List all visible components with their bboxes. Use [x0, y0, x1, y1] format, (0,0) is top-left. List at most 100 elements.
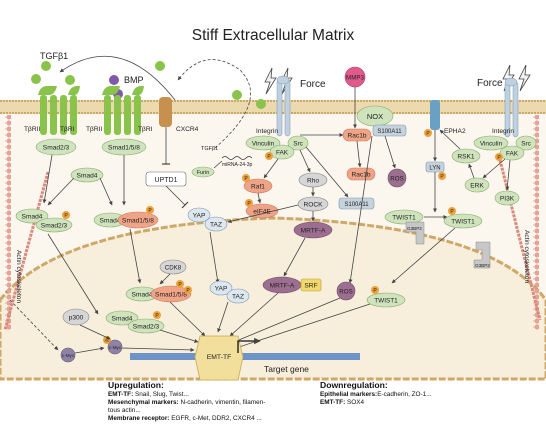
rac1b-top-label: Rac1b — [347, 133, 366, 140]
uptd1-inhibits-yap-bar — [181, 201, 189, 209]
phospho-site-label: P — [373, 288, 377, 294]
cdk8-arrow — [159, 273, 171, 285]
actin-cytoskeleton-left — [3, 115, 50, 331]
plasma-membrane — [0, 100, 546, 114]
fak-left-label: FAK — [276, 150, 289, 157]
emt-tf-label: EMT-TF — [207, 354, 232, 361]
srf-label: SRF — [304, 283, 317, 290]
furin-label: Furin — [197, 170, 210, 176]
receptor-label-tbrii: TβRII — [86, 126, 102, 133]
twist1-left-node — [384, 209, 424, 225]
force-lightning-icon — [264, 67, 277, 95]
phospho-site — [176, 280, 184, 288]
secreted-tgfb1 — [256, 99, 266, 109]
tgfb1-ligand — [65, 75, 75, 85]
p300-to-cmyc-arrow — [79, 324, 111, 340]
cmyc-nuclear-node — [107, 339, 123, 355]
smad4-nuclear2-label: Smad4 — [112, 316, 133, 323]
smad4-cytoplasm-node — [70, 167, 104, 183]
smad23-receptor-node — [35, 138, 77, 156]
smad23-left-label: Smad2/3 — [41, 223, 68, 230]
cxcr4-label: CXCR4 — [176, 126, 199, 133]
tgfb-receptor-complex — [38, 86, 80, 135]
phospho-site-label: P — [267, 154, 271, 160]
srf-node — [300, 278, 322, 292]
ros-mid-node — [387, 168, 407, 188]
epha2-receptor — [430, 100, 440, 130]
s100a11-mid-label: S100A11 — [344, 202, 369, 208]
cmyc-nuclear-label: c-Myc — [109, 345, 122, 350]
fak-to-raf1-arrow — [263, 158, 279, 179]
tgfb-feedback-arrow — [59, 55, 176, 101]
cxcr4-receptor — [159, 97, 172, 127]
smad158-nuclear-node — [150, 285, 192, 303]
cdk8-label: CDK8 — [165, 265, 182, 272]
tgfb1-small-label: TGFβ1 — [201, 146, 218, 152]
tgfb1-ligand — [41, 61, 51, 71]
downregulation-epithelial: Epithelial markers:E-cadherin, ZO-1... — [320, 391, 432, 398]
downregulation-emt-tf: EMT-TF: SOX4 — [320, 399, 365, 406]
yap-nuclear-node — [209, 280, 233, 296]
smad4-left-node — [15, 208, 49, 224]
smad-left-nuclear-arrow — [47, 233, 99, 315]
rsk1-label: RSK1 — [457, 154, 475, 161]
mmp3-label: MMP3 — [346, 75, 364, 82]
actin-label-right: Actin cytoskeleton — [523, 230, 530, 283]
taz-cytoplasm-label: TAZ — [210, 222, 222, 229]
smad158-nuclear-label: Smad1/5/8 — [155, 292, 187, 299]
s100a11-to-ros-arrow — [348, 135, 373, 284]
rac1b-to-rac1b-arrow — [356, 140, 362, 168]
smad4-to-smad158-arrow — [99, 177, 113, 206]
yap-cytoplasm-node — [187, 207, 211, 223]
mirna-label: miRNA-24-3p — [222, 162, 253, 168]
ros-mid-label: ROS — [390, 176, 403, 183]
mrtfa-nuclear-label: MRTF-A — [270, 283, 295, 290]
rock-to-taz-arrow — [227, 204, 299, 224]
ros-nuclear-node — [336, 281, 356, 301]
mrtfa-cytoplasm-node — [293, 221, 333, 239]
raf1-label: Raf1 — [251, 184, 265, 191]
phospho-site-label: P — [244, 176, 248, 182]
cmyc-to-emt-arrow — [121, 347, 195, 352]
phospho-site — [438, 172, 446, 180]
smad4-nuclear2-node — [105, 310, 139, 326]
yap-cytoplasm-label: YAP — [193, 213, 206, 220]
cmyc-cytoplasm-label: c-Myc — [62, 353, 75, 358]
upregulation-mesenchymal-cont: tous actin... — [108, 407, 141, 414]
smad158-right-label: Smad1/5/8 — [122, 218, 154, 225]
force-lightning-icon — [518, 64, 531, 92]
src-right-node — [515, 135, 537, 151]
upregulation-emt-tf: EMT-TF: Snail, Slug, Twist... — [108, 391, 189, 398]
uptd1-inhibits-yap — [165, 185, 186, 206]
g3bp2-left-node — [405, 221, 425, 245]
smad4-cytoplasm-label: Smad4 — [77, 173, 98, 180]
twist-nuclear-arrow — [391, 227, 456, 284]
fak-to-erk-arrow — [482, 158, 506, 179]
yap-nuclear-arrow — [209, 231, 220, 284]
pi3k-node — [494, 190, 520, 206]
yap-taz-to-emt-arrow — [217, 301, 229, 333]
rock-label: ROCK — [303, 202, 323, 209]
fak-to-pi3k-arrow — [505, 159, 511, 191]
pi3k-label: PI3K — [500, 196, 515, 203]
upregulation-mesenchymal: Mesenchymal markers: N-cadherin, vimenti… — [108, 399, 266, 406]
furin-node — [191, 166, 215, 178]
src-left-node — [287, 135, 309, 151]
phospho-site — [424, 129, 432, 137]
phospho-site-label: P — [247, 201, 251, 207]
actin-to-cmyc-dashed-arrow — [9, 299, 59, 351]
rsk1-node — [451, 148, 481, 164]
smad23-receptor-label: Smad2/3 — [43, 145, 70, 152]
dna-strand — [130, 353, 360, 360]
smad158-receptor-label: Smad1/5/8 — [108, 145, 140, 152]
phospho-site — [265, 152, 273, 160]
taz-nuclear-node — [226, 288, 250, 304]
vinculin-right-label: Vinculin — [480, 141, 503, 148]
taz-cytoplasm-node — [204, 216, 228, 232]
erk-label: ERK — [470, 183, 484, 190]
fak-right-node — [499, 145, 525, 161]
secreted-tgfb1 — [232, 90, 242, 100]
cmyc-import-arrow — [74, 346, 105, 354]
smad158-to-emt-arrow — [169, 301, 206, 337]
